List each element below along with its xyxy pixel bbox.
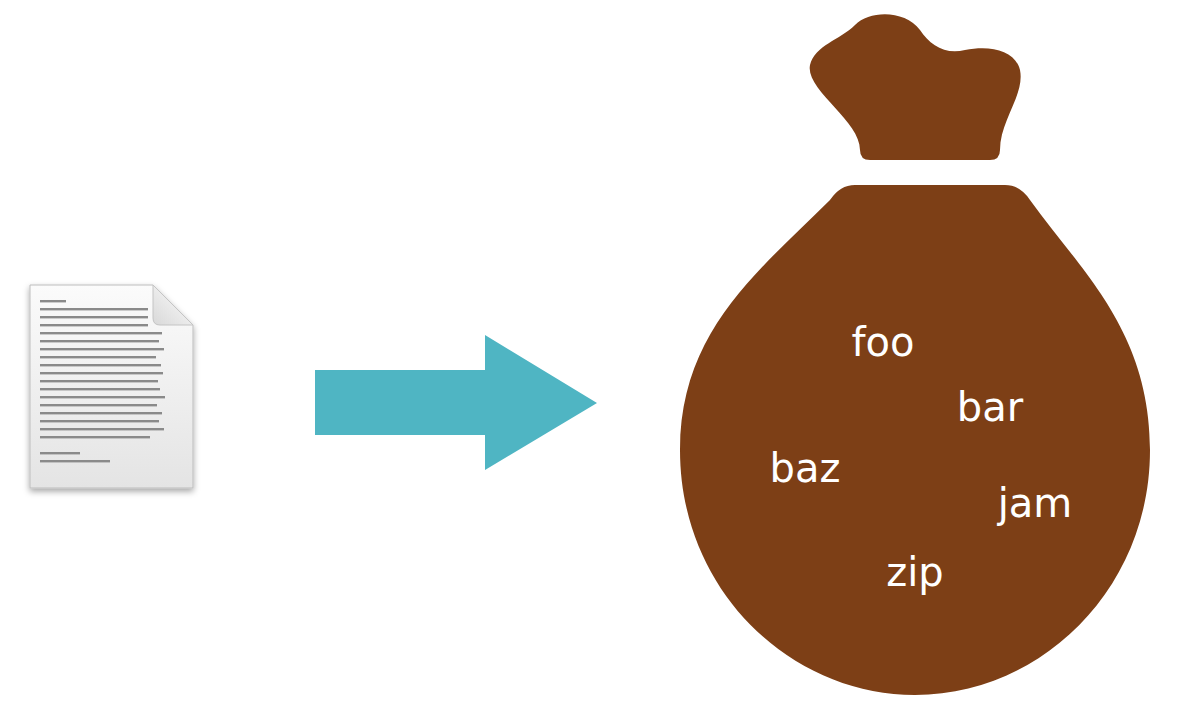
document-line [40,348,164,350]
conversion-arrow [315,335,597,470]
document-line [40,372,163,374]
document-line [40,428,164,430]
bag-word: jam [998,481,1073,525]
bag-word: bar [957,385,1023,429]
document-line [40,412,162,414]
document-fold [153,285,193,325]
document-line [40,364,161,366]
document-line [40,308,148,310]
document-line [40,452,80,454]
document-line [40,460,110,462]
document-page [30,285,193,488]
document-line [40,388,160,390]
document-line [40,404,157,406]
document-line [40,396,165,398]
bag-fill [680,14,1150,695]
document-line [40,332,162,334]
bag-word: zip [886,550,944,594]
document-line [40,324,148,326]
document-line [40,356,156,358]
document-lines [40,300,165,462]
document-line [40,420,159,422]
document-line [40,316,148,318]
document-icon [30,285,193,488]
document-line [40,380,158,382]
document-line [40,300,66,302]
document-line [40,436,150,438]
bag-shape: foobar baz jam zip [680,8,1156,698]
document-line [40,340,159,342]
bag-word: baz [770,446,841,490]
bag-word: foo [851,320,914,364]
bag-outline [680,8,1156,698]
